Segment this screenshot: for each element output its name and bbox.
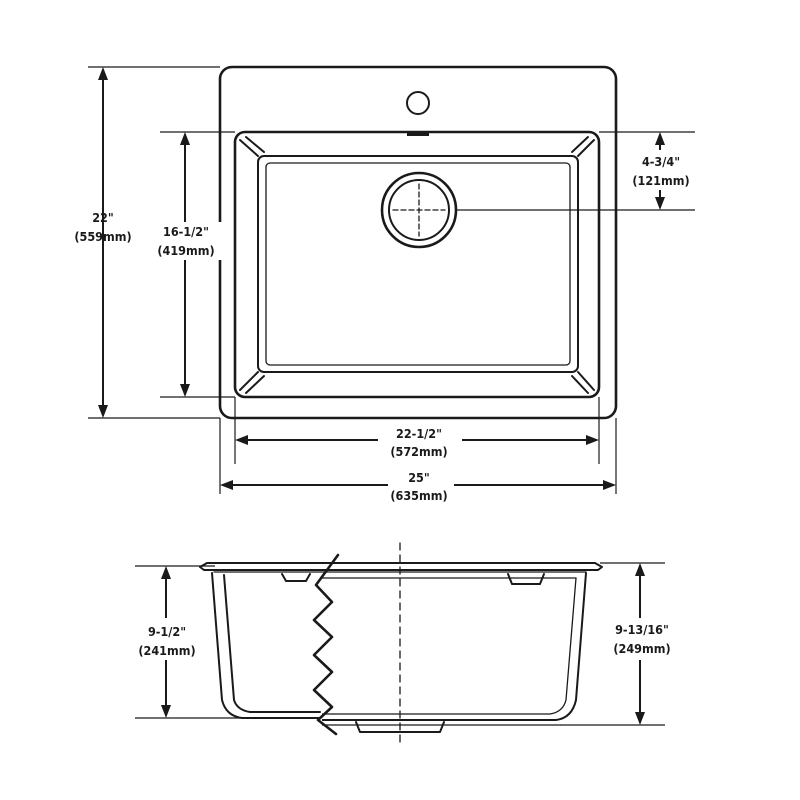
bowl-inner-edge (257, 155, 579, 373)
break-line (312, 553, 340, 736)
drain-flange (355, 721, 445, 733)
faucet-hole (406, 91, 430, 115)
bowl-width-imperial: 22-1/2" (396, 426, 442, 441)
left-wall (211, 572, 321, 719)
dimension-overall-width: 25" (635mm) (219, 418, 617, 503)
overflow-slot (407, 131, 429, 136)
overall-width-metric: (635mm) (390, 488, 447, 503)
overall-depth-imperial: 22" (92, 210, 114, 225)
overall-width-imperial: 25" (408, 470, 430, 485)
bowl-width-metric: (572mm) (390, 444, 447, 459)
dimension-side-overall-height: 9-13/16" (249mm) (560, 562, 681, 726)
dimension-bowl-width: 22-1/2" (572mm) (234, 397, 600, 464)
dimension-drain-offset: 4-3/4" (121mm) (456, 131, 696, 211)
bowl-depth-imperial: 16-1/2" (163, 224, 209, 239)
bowl-corner-chamfers (239, 136, 595, 394)
mounting-clip-right (507, 573, 545, 585)
bowl-floor (265, 162, 571, 366)
bowl-depth-metric: (419mm) (157, 243, 214, 258)
top-view: 22" (559mm) 16-1/2" (419mm) 4-3/4" (121m… (74, 65, 696, 503)
dimension-side-bowl-depth: 9-1/2" (241mm) (134, 565, 240, 719)
side-bowl-depth-metric: (241mm) (138, 643, 195, 658)
dimension-bowl-depth: 16-1/2" (419mm) (150, 131, 235, 398)
side-overall-height-imperial: 9-13/16" (615, 622, 669, 637)
bowl-outer-edge (233, 130, 601, 399)
mounting-clip-left (281, 573, 311, 582)
drain (380, 171, 458, 249)
right-wall (322, 572, 587, 721)
overall-depth-metric: (559mm) (74, 229, 131, 244)
drain-offset-metric: (121mm) (632, 173, 689, 188)
side-bowl-depth-imperial: 9-1/2" (148, 624, 186, 639)
side-overall-height-metric: (249mm) (613, 641, 670, 656)
rim-flange (199, 562, 603, 571)
drain-offset-imperial: 4-3/4" (642, 154, 680, 169)
side-view (199, 542, 603, 746)
dimension-overall-depth: 22" (559mm) (74, 66, 220, 419)
